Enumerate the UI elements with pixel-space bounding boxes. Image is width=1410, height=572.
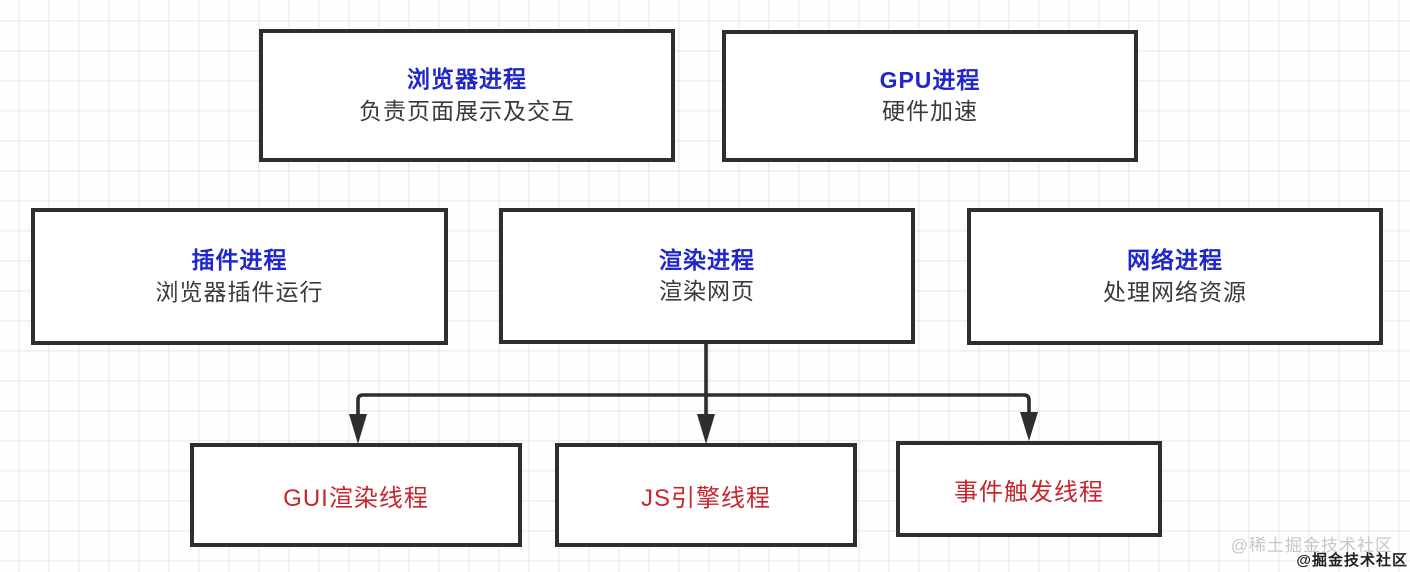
node-label: 事件触发线程 — [954, 478, 1104, 506]
edge-rail — [356, 393, 1031, 418]
arrowhead-js — [697, 414, 715, 444]
node-render-process: 渲染进程 渲染网页 — [499, 208, 915, 344]
node-network-process: 网络进程 处理网络资源 — [967, 208, 1383, 345]
node-browser-process: 浏览器进程 负责页面展示及交互 — [259, 29, 675, 162]
node-title: 插件进程 — [191, 247, 288, 274]
node-subtitle: 负责页面展示及交互 — [359, 97, 575, 124]
node-event-trigger-thread: 事件触发线程 — [896, 441, 1162, 537]
node-label: GUI渲染线程 — [283, 484, 429, 512]
arrowhead-gui — [349, 414, 367, 444]
node-title: 网络进程 — [1127, 247, 1223, 274]
node-subtitle: 渲染网页 — [659, 278, 755, 304]
node-label: JS引擎线程 — [640, 484, 771, 512]
watermark-juejin-light: @稀土掘金技术社区 — [1230, 536, 1393, 555]
node-title: 浏览器进程 — [407, 66, 527, 93]
node-plugin-process: 插件进程 浏览器插件运行 — [31, 208, 448, 345]
node-gpu-process: GPU进程 硬件加速 — [722, 30, 1138, 162]
node-gui-render-thread: GUI渲染线程 — [190, 443, 522, 547]
watermark-juejin-dark: @掘金技术社区 — [1296, 552, 1408, 569]
arrowhead-event — [1020, 412, 1038, 441]
node-subtitle: 浏览器插件运行 — [155, 278, 324, 305]
node-subtitle: 硬件加速 — [882, 98, 978, 124]
node-title: GPU进程 — [879, 66, 981, 93]
node-title: 渲染进程 — [659, 246, 755, 273]
node-js-engine-thread: JS引擎线程 — [555, 443, 857, 547]
node-subtitle: 处理网络资源 — [1103, 278, 1247, 305]
